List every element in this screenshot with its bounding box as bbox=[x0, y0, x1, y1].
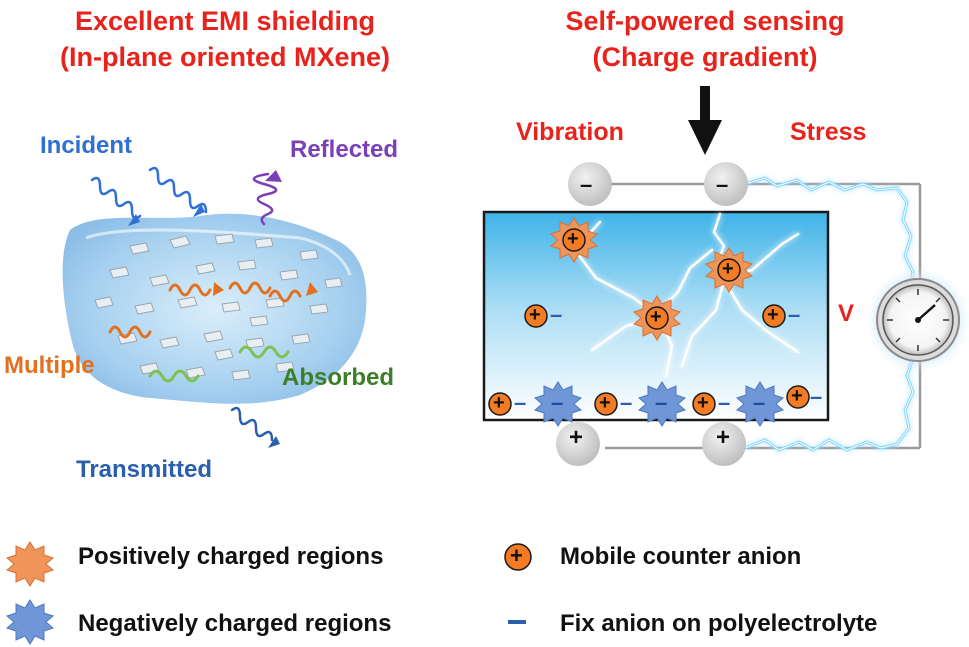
legend-fix-anion-label: Fix anion on polyelectrolyte bbox=[560, 610, 878, 637]
multiple-arrowheads bbox=[213, 282, 318, 296]
anion-plus-2: + bbox=[767, 304, 779, 326]
right-title-line2: (Charge gradient) bbox=[592, 42, 818, 72]
fix-anion-6: – bbox=[810, 384, 823, 409]
legend-negative-star bbox=[6, 599, 54, 645]
mobile-anion-circles bbox=[488, 304, 810, 416]
anion-plus-1: + bbox=[529, 304, 541, 326]
negative-region-3 bbox=[736, 381, 784, 427]
anion-plus-6: + bbox=[791, 385, 803, 407]
positive-region-2 bbox=[705, 247, 753, 293]
anion-plus-3: + bbox=[493, 392, 505, 414]
circuit-wires bbox=[605, 182, 922, 450]
multiple-label: Multiple bbox=[4, 352, 95, 379]
legend-positive-star bbox=[6, 541, 54, 587]
fix-anion-5: – bbox=[718, 390, 731, 415]
legend-mobile-anion-plus: + bbox=[510, 543, 523, 568]
positive-sign-2: + bbox=[722, 258, 734, 280]
negative-sign-3: – bbox=[753, 390, 766, 415]
electrode-top-right-sign: – bbox=[716, 172, 729, 197]
electrode-top-right bbox=[704, 162, 748, 206]
electrode-bottom-left bbox=[556, 422, 600, 466]
transmitted-wave bbox=[230, 406, 280, 448]
incident-label: Incident bbox=[40, 132, 133, 159]
mxene-flakes bbox=[94, 233, 343, 381]
stress-arrow bbox=[688, 86, 722, 155]
legend-negative-label: Negatively charged regions bbox=[78, 610, 392, 637]
multiple-reflection-waves bbox=[108, 281, 302, 339]
incident-arrowheads bbox=[128, 204, 205, 226]
vibration-label: Vibration bbox=[516, 118, 624, 146]
negative-region-1 bbox=[534, 381, 582, 427]
reflected-wave bbox=[252, 170, 282, 226]
right-title-line1: Self-powered sensing bbox=[565, 6, 845, 36]
positive-sign-3: + bbox=[650, 306, 662, 328]
voltage-label: V bbox=[838, 300, 855, 327]
legend-mobile-anion-label: Mobile counter anion bbox=[560, 543, 802, 570]
absorbed-waves bbox=[148, 345, 290, 383]
positive-sign-1: + bbox=[567, 228, 579, 250]
left-title-line2: (In-plane oriented MXene) bbox=[59, 42, 391, 72]
anion-plus-5: + bbox=[697, 392, 709, 414]
positive-region-1 bbox=[550, 217, 598, 263]
electrode-bottom-right-sign: + bbox=[716, 424, 731, 451]
left-title-line1: Excellent EMI shielding bbox=[74, 6, 376, 36]
electrode-top-left-sign: – bbox=[580, 172, 593, 197]
negative-region-2 bbox=[638, 381, 686, 427]
positive-region-3 bbox=[633, 295, 681, 341]
anion-plus-4: + bbox=[599, 392, 611, 414]
reflected-label: Reflected bbox=[290, 136, 399, 163]
mxene-block bbox=[62, 213, 367, 404]
lightning-wire-glow bbox=[744, 176, 915, 452]
stress-label: Stress bbox=[790, 118, 867, 146]
incident-waves bbox=[90, 166, 208, 220]
fix-anion-3: – bbox=[514, 390, 527, 415]
legend-positive-label: Positively charged regions bbox=[78, 543, 384, 570]
negative-sign-2: – bbox=[655, 390, 668, 415]
fix-anion-4: – bbox=[620, 390, 633, 415]
fix-anion-2: – bbox=[788, 302, 801, 327]
legend-mobile-anion-icon bbox=[504, 543, 532, 571]
voltmeter bbox=[872, 274, 964, 366]
electrode-bottom-left-sign: + bbox=[569, 424, 584, 451]
fix-anion-1: – bbox=[550, 302, 563, 327]
transmitted-label: Transmitted bbox=[76, 456, 213, 483]
electrode-bottom-right bbox=[702, 422, 746, 466]
absorbed-label: Absorbed bbox=[282, 364, 395, 391]
negative-sign-1: – bbox=[551, 390, 564, 415]
electrode-top-left bbox=[568, 162, 612, 206]
legend-fix-anion-icon bbox=[508, 620, 526, 624]
